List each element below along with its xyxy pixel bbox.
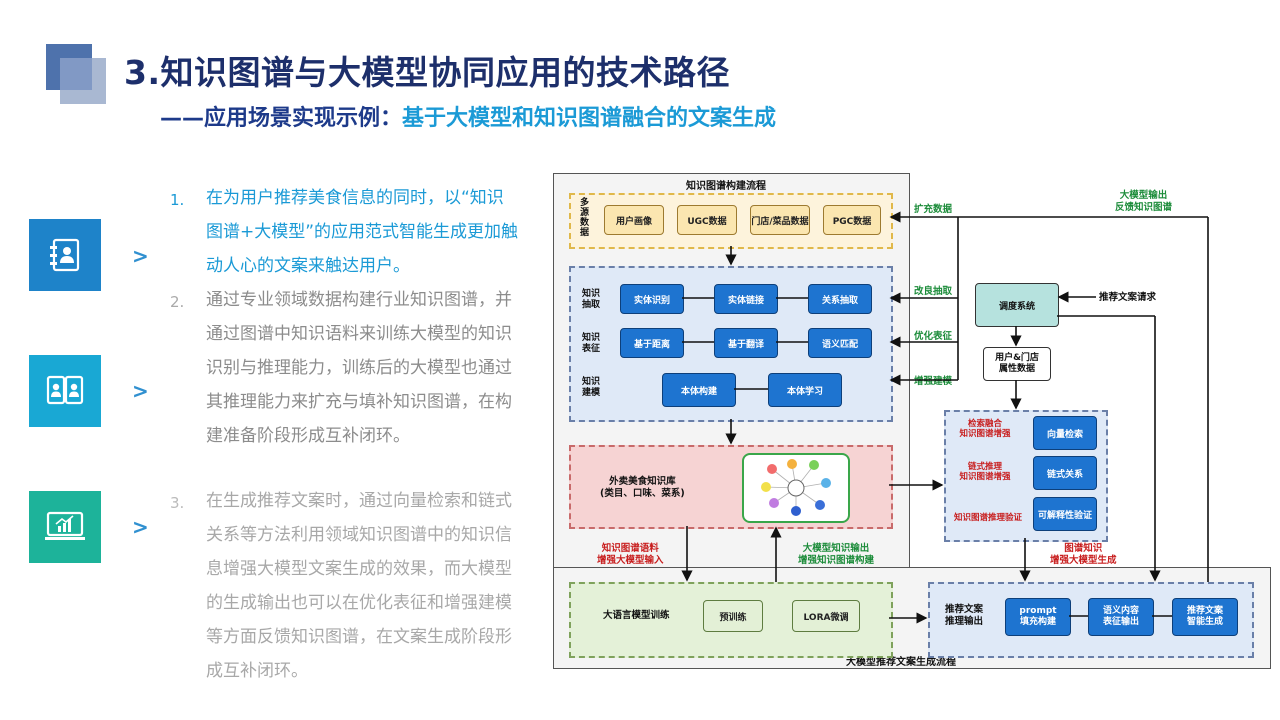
node-chain-relation: 链式关系 bbox=[1033, 456, 1097, 490]
label-expand-data: 扩充数据 bbox=[914, 204, 953, 215]
node-prompt: prompt 填充构建 bbox=[1005, 598, 1071, 636]
point-2-arrow: > bbox=[132, 379, 149, 403]
node-ontology-build: 本体构建 bbox=[662, 373, 736, 407]
node-ontology-learn: 本体学习 bbox=[768, 373, 842, 407]
kb-label: 外卖美食知识库(类目、口味、菜系) bbox=[600, 476, 685, 500]
source-store-dish: 门店/菜品数据 bbox=[750, 205, 810, 235]
point-3-text: 在生成推荐文案时，通过向量检索和链式关系等方法利用领域知识图谱中的知识信息增强大… bbox=[206, 491, 512, 681]
title-decor-square-front bbox=[46, 44, 92, 90]
node-explainability: 可解释性验证 bbox=[1033, 497, 1097, 531]
page-title: 3.知识图谱与大模型协同应用的技术路径 bbox=[124, 53, 730, 92]
subtitle-prefix: ——应用场景实现示例： bbox=[160, 106, 403, 131]
source-ugc: UGC数据 bbox=[677, 205, 737, 235]
point-3-number: 3. bbox=[170, 494, 185, 512]
feedback-label: 大模型输出 反馈知识图谱 bbox=[1115, 190, 1173, 213]
node-semantic-match: 语义匹配 bbox=[808, 328, 872, 358]
source-pgc: PGC数据 bbox=[823, 205, 881, 235]
node-entity-linking: 实体链接 bbox=[714, 284, 778, 314]
row-label-extract: 知识抽取 bbox=[582, 289, 601, 310]
node-pretrain: 预训练 bbox=[703, 600, 763, 632]
label-optimize-repr: 优化表征 bbox=[914, 331, 953, 342]
kb-graph-image bbox=[742, 453, 850, 523]
kg-section-title: 知识图谱构建流程 bbox=[686, 181, 766, 192]
request-label: 推荐文案请求 bbox=[1099, 292, 1157, 303]
label-improve-extract: 改良抽取 bbox=[914, 286, 953, 297]
enhance-label-chain: 链式推理 知识图谱增强 bbox=[959, 462, 1011, 482]
page-subtitle: ——应用场景实现示例：基于大模型和知识图谱融合的文案生成 bbox=[160, 100, 776, 132]
kb-subtitle: (类目、口味、菜系) bbox=[600, 488, 685, 499]
row-label-repr: 知识表征 bbox=[582, 333, 601, 354]
enhance-label-retrieval: 检索融合 知识图谱增强 bbox=[959, 419, 1011, 439]
point-2: 2. 通过专业领域数据构建行业知识图谱，并通过图谱中知识语料来训练大模型的知识识… bbox=[170, 283, 520, 453]
row-label-model: 知识建模 bbox=[582, 377, 601, 398]
train-label: 大语言模型训练 bbox=[603, 610, 670, 621]
monitor-chart-icon bbox=[29, 491, 101, 563]
subtitle-main: 基于大模型和知识图谱融合的文案生成 bbox=[402, 106, 777, 131]
label-kg-corpus: 知识图谱语料 增强大模型输入 bbox=[597, 543, 664, 566]
enhance-label-verify: 知识图谱推理验证 bbox=[953, 513, 1022, 523]
attr-data: 用户&门店 属性数据 bbox=[983, 347, 1051, 381]
node-vector-retrieval: 向量检索 bbox=[1033, 416, 1097, 450]
gen-label: 推荐文案 推理输出 bbox=[945, 604, 984, 627]
point-1-text: 在为用户推荐美食信息的同时，以“知识图谱+大模型”的应用范式智能生成更加触动人心… bbox=[206, 188, 519, 276]
point-2-text: 通过专业领域数据构建行业知识图谱，并通过图谱中知识语料来训练大模型的知识识别与推… bbox=[206, 290, 512, 446]
point-1-number: 1. bbox=[170, 191, 185, 209]
llm-section-title: 大模型推荐文案生成流程 bbox=[846, 657, 956, 668]
node-distance-based: 基于距离 bbox=[620, 328, 684, 358]
node-lora: LORA微调 bbox=[792, 600, 860, 632]
dispatch-system: 调度系统 bbox=[975, 283, 1059, 327]
node-smart-gen: 推荐文案 智能生成 bbox=[1172, 598, 1238, 636]
node-translation-based: 基于翻译 bbox=[714, 328, 778, 358]
point-1-arrow: > bbox=[132, 244, 149, 268]
node-entity-recognition: 实体识别 bbox=[620, 284, 684, 314]
point-3: 3. 在生成推荐文案时，通过向量检索和链式关系等方法利用领域知识图谱中的知识信息… bbox=[170, 484, 520, 688]
node-relation-extraction: 关系抽取 bbox=[808, 284, 872, 314]
contact-book-icon bbox=[29, 219, 101, 291]
label-llm-output: 大模型知识输出 增强知识图谱构建 bbox=[798, 543, 875, 566]
point-1: 1. 在为用户推荐美食信息的同时，以“知识图谱+大模型”的应用范式智能生成更加触… bbox=[170, 181, 520, 283]
label-kg-knowledge: 图谱知识 增强大模型生成 bbox=[1050, 543, 1117, 566]
user-cards-icon bbox=[29, 355, 101, 427]
point-3-arrow: > bbox=[132, 515, 149, 539]
node-semantic-output: 语义内容 表征输出 bbox=[1088, 598, 1154, 636]
sources-label: 多源数据 bbox=[580, 198, 590, 238]
point-2-number: 2. bbox=[170, 293, 185, 311]
label-enhance-model: 增强建模 bbox=[914, 376, 953, 387]
kb-title: 外卖美食知识库 bbox=[609, 476, 676, 487]
source-user-profile: 用户画像 bbox=[604, 205, 664, 235]
